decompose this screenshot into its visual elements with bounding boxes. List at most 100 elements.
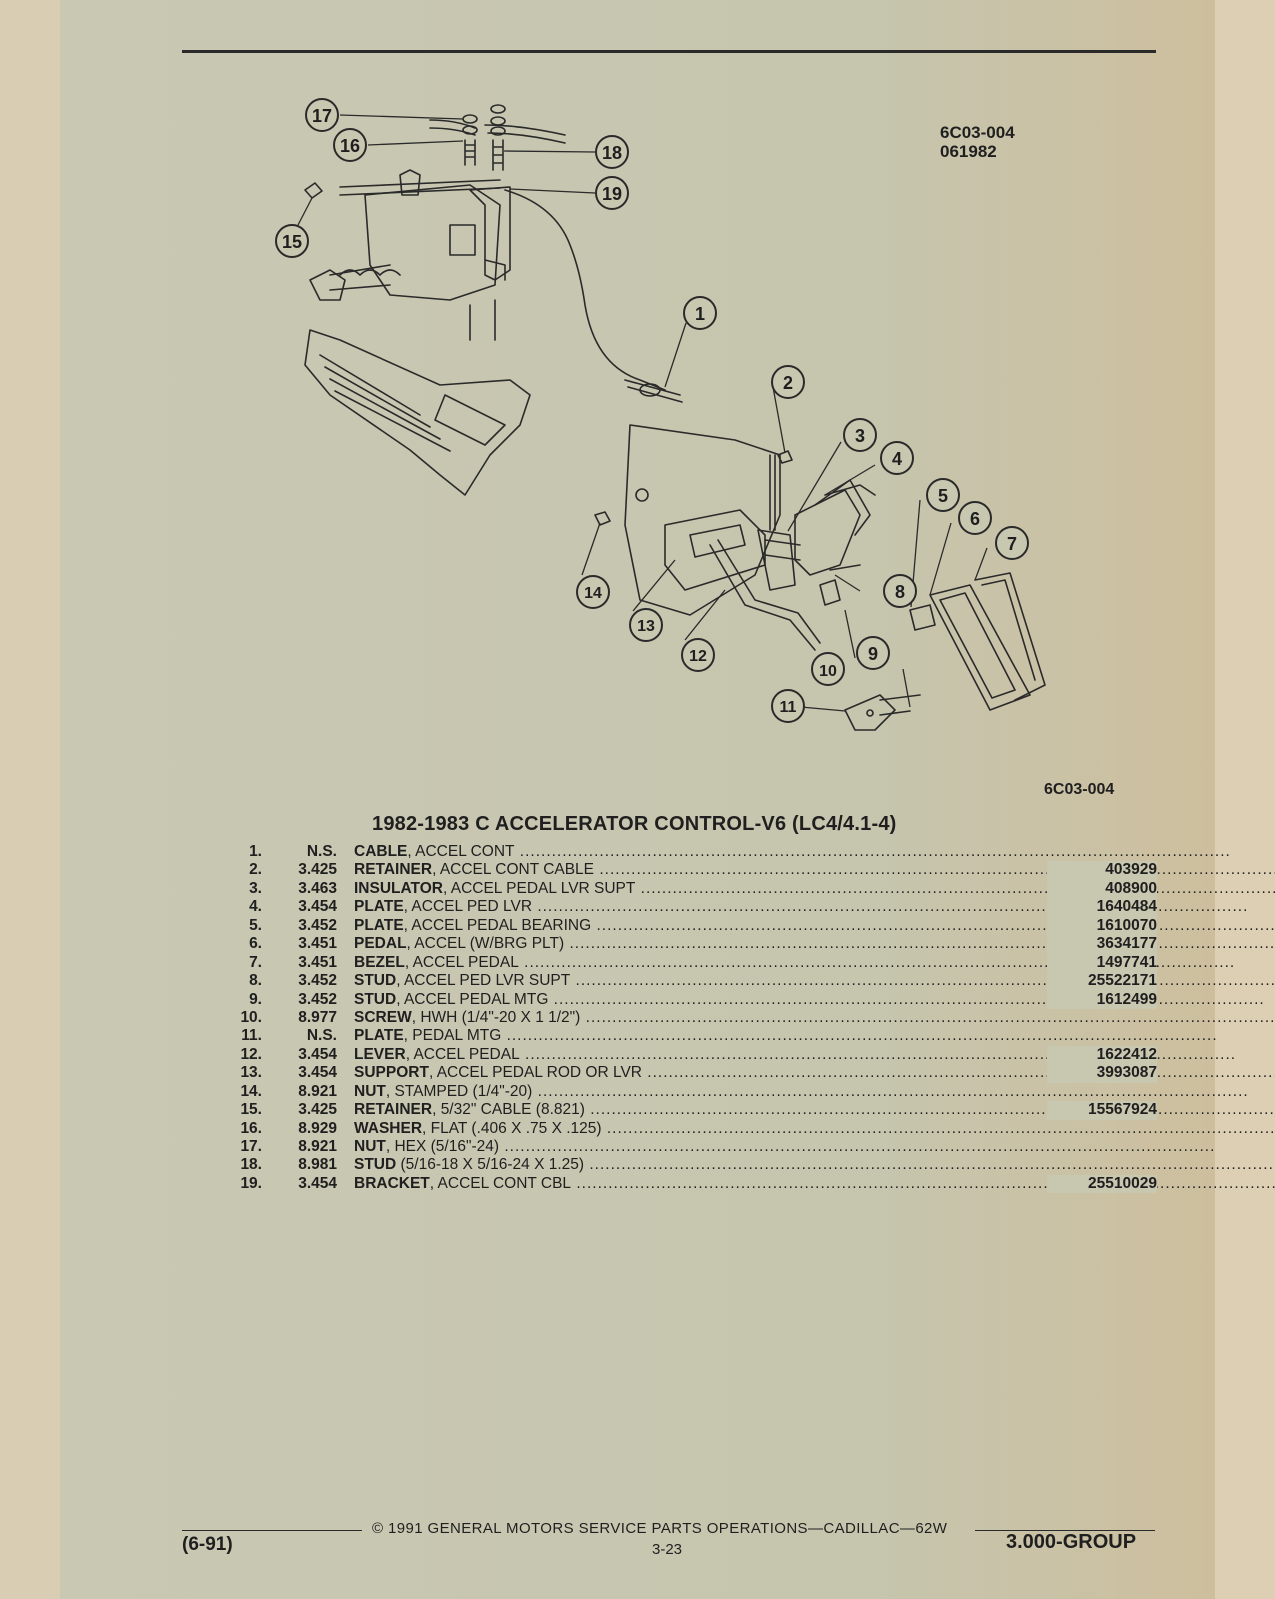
footer-rule-left	[182, 1530, 362, 1531]
callout-7-label: 7	[1007, 534, 1017, 554]
callout-16-label: 16	[340, 136, 360, 156]
leader-dots: ........................................…	[532, 1082, 1249, 1100]
parts-row: 11.N.S.PLATE, PEDAL MTG ................…	[232, 1027, 1216, 1045]
callout-2-label: 2	[783, 373, 793, 393]
leader-dots: ........................................…	[647, 1064, 1275, 1082]
part-group-number: N.S.	[306, 843, 337, 860]
part-index: 4.	[249, 898, 262, 916]
leader-dots: ........................................…	[564, 935, 1275, 953]
footer-copyright: © 1991 GENERAL MOTORS SERVICE PARTS OPER…	[372, 1520, 948, 1537]
part-description: CABLE, ACCEL CONT ......................…	[354, 843, 1275, 861]
leader-dots: ........................................…	[594, 861, 1275, 879]
footer-date-code: (6-91)	[182, 1534, 233, 1555]
part-group-number: 3.425	[298, 861, 337, 879]
leader-dots: ........................................…	[499, 1138, 1216, 1155]
callout-5-label: 5	[938, 486, 948, 506]
top-rule	[182, 50, 1156, 53]
callout-17-label: 17	[312, 106, 332, 126]
part-name: NUT	[354, 1082, 386, 1100]
part-detail: , ACCEL PEDAL MTG	[396, 990, 549, 1008]
part-detail: , ACCEL (W/BRG PLT)	[406, 935, 565, 953]
callouts: 17 16 18 19 15 1 2 3 4 5 6 7 8 9 10 11 1…	[275, 98, 1029, 723]
callout-6	[958, 501, 992, 535]
bearing-plate	[909, 604, 936, 631]
part-detail: , ACCEL PEDAL ROD OR LVR	[428, 1064, 642, 1082]
callout-17	[305, 98, 339, 132]
callout-1-label: 1	[695, 304, 705, 324]
part-index: 2.	[249, 861, 262, 879]
part-group-number: 3.454	[298, 1174, 337, 1192]
part-name: LEVER	[354, 1045, 406, 1063]
part-detail: , HWH (1/4"-20 X 1 1/2")	[411, 1008, 581, 1026]
parts-row: 2. 3.425 RETAINER, ACCEL CONT CABLE ......…	[232, 861, 1275, 880]
leader-dots: ........................................…	[571, 1174, 1275, 1192]
footer-page-number: 3-23	[652, 1541, 683, 1558]
part-name: STUD	[354, 972, 397, 990]
part-description: NUT, HEX (5/16"-24) ....................…	[354, 1138, 1275, 1156]
callout-11	[771, 689, 805, 723]
callout-6-label: 6	[970, 509, 980, 529]
part-index: 5.	[249, 916, 262, 934]
callout-3	[843, 418, 877, 452]
part-name: PLATE	[354, 916, 404, 934]
part-number: 403929	[1047, 861, 1157, 880]
part-description: NUT, STAMPED (1/4"-20) .................…	[354, 1083, 1275, 1101]
leader-dots: ........................................…	[548, 990, 1265, 1008]
part-name: BEZEL	[354, 953, 405, 971]
part-group-number: 3.454	[298, 1064, 337, 1082]
callout-19-label: 19	[602, 184, 622, 204]
part-index: 6.	[249, 935, 262, 953]
part-number: 15567924	[1047, 1101, 1157, 1120]
firewall	[624, 424, 781, 616]
part-detail: , PEDAL MTG	[403, 1027, 502, 1045]
part-description: WASHER, FLAT (.406 X .75 X .125) .......…	[354, 1120, 1275, 1138]
part-description: SCREW, HWH (1/4"-20 X 1 1/2") ..........…	[354, 1009, 1275, 1027]
part-name: INSULATOR	[354, 879, 443, 897]
part-group-number: 8.977	[298, 1008, 337, 1026]
leader-dots: ........................................…	[584, 1156, 1275, 1174]
leader-dots: ........................................…	[640, 879, 1275, 897]
part-detail: , ACCEL PEDAL	[404, 953, 519, 971]
accel-lever	[709, 539, 821, 651]
part-name: BRACKET	[354, 1174, 430, 1192]
part-index: 7.	[249, 953, 262, 971]
part-detail: , STAMPED (1/4"-20)	[385, 1082, 533, 1100]
part-detail: , ACCEL CONT CABLE	[432, 861, 595, 879]
part-name: SUPPORT	[354, 1064, 429, 1082]
part-name: STUD	[354, 990, 397, 1008]
part-index: 15.	[240, 1101, 262, 1119]
callout-10-label: 10	[819, 663, 837, 680]
part-name: PLATE	[354, 1027, 404, 1045]
callout-5	[926, 478, 960, 512]
part-index: 16.	[240, 1119, 262, 1137]
page-paper	[60, 0, 1215, 1599]
part-group-number: 3.451	[298, 953, 337, 971]
leader-dots: ........................................…	[601, 1119, 1275, 1137]
part-name: CABLE	[354, 843, 408, 860]
footer-rule-right	[975, 1530, 1155, 1531]
part-name: RETAINER	[354, 861, 433, 879]
figure-code: 6C03-004	[1044, 781, 1115, 798]
callout-9	[856, 636, 890, 670]
part-group-number: 3.452	[298, 916, 337, 934]
parts-row: 1.N.S.CABLE, ACCEL CONT ................…	[232, 843, 1230, 861]
page-edge	[1215, 0, 1275, 1599]
part-group-number: 3.454	[298, 898, 337, 916]
callout-9-label: 9	[868, 644, 878, 664]
leader-dots: ........................................…	[501, 1027, 1218, 1045]
part-index: 8.	[249, 972, 262, 990]
callout-19	[595, 176, 629, 210]
part-detail: , ACCEL PEDAL LVR SUPT	[442, 879, 636, 897]
part-name: NUT	[354, 1138, 386, 1155]
callout-4-label: 4	[892, 449, 902, 469]
part-group-number: 8.921	[298, 1082, 337, 1100]
callout-18-label: 18	[602, 143, 622, 163]
